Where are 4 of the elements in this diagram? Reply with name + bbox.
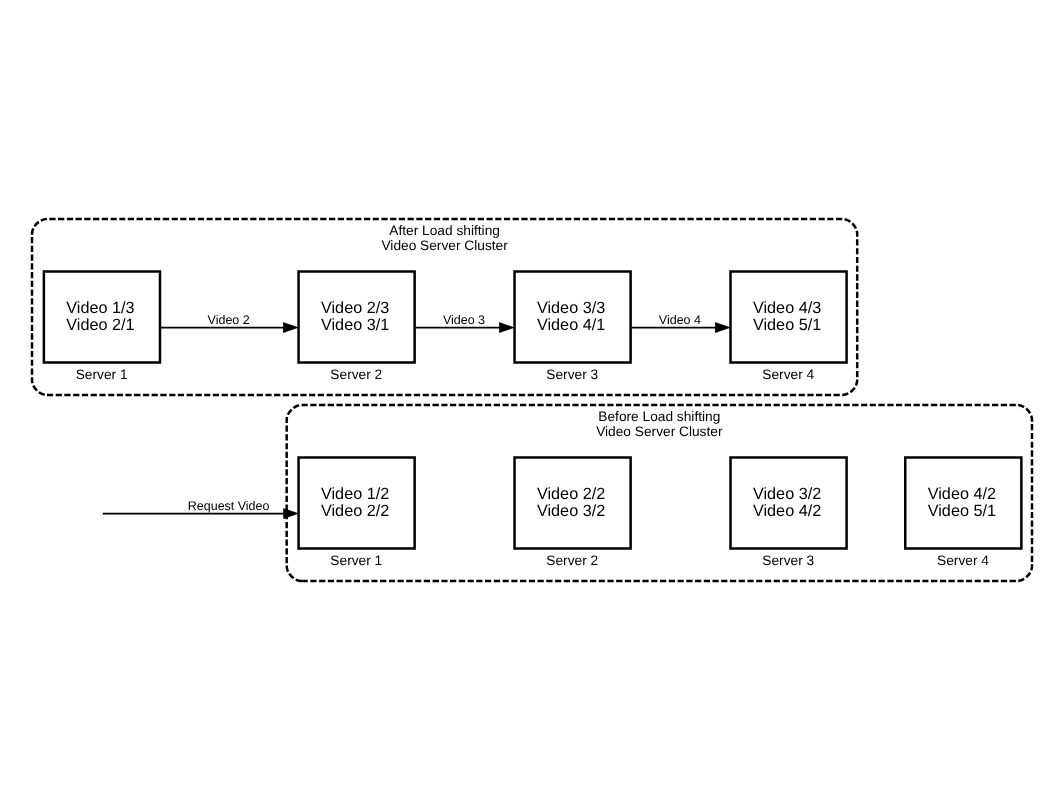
arrow (159, 322, 299, 334)
arrow (101, 508, 300, 520)
arrow (414, 322, 515, 334)
arrow (630, 322, 731, 334)
